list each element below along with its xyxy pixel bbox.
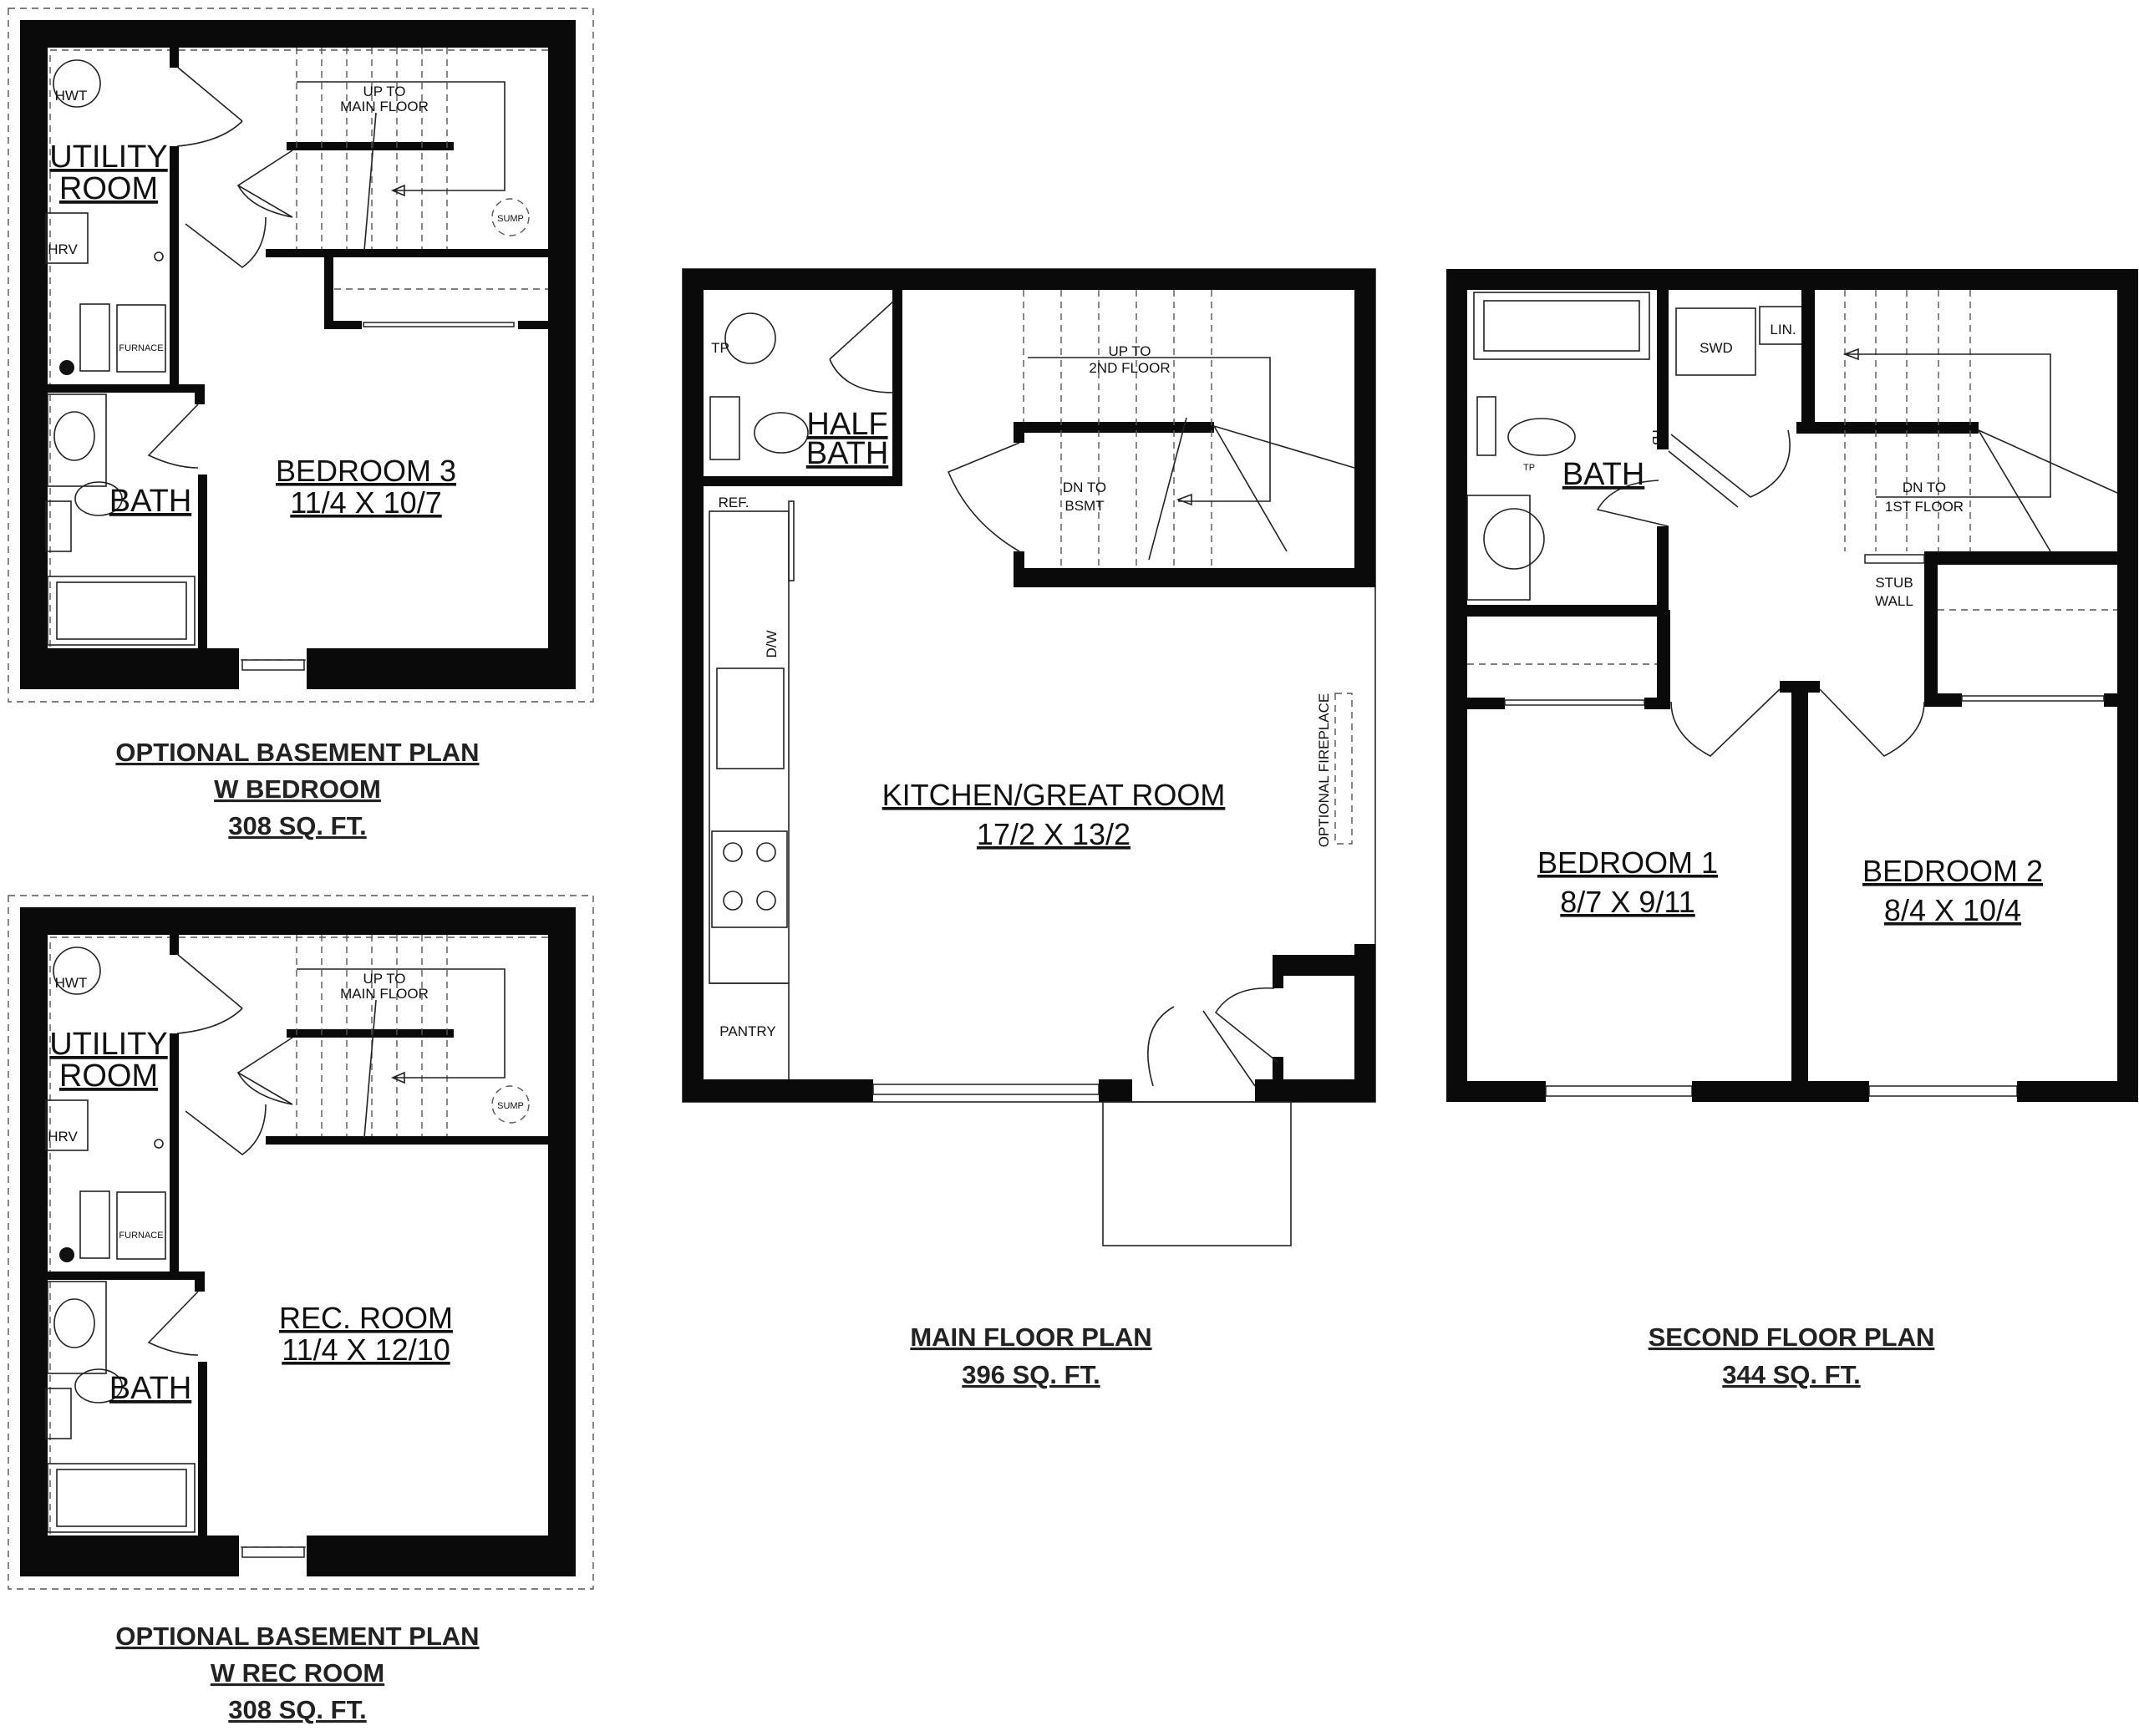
stairs-label-1: UP TO [363, 971, 405, 987]
hrv-label: HRV [48, 241, 78, 257]
kitchen-great-room-label: KITCHEN/GREAT ROOM [882, 778, 1226, 812]
kitchen-great-room-dims: 17/2 X 13/2 [977, 817, 1130, 851]
stub-wall-label-2: WALL [1875, 593, 1913, 609]
furnace-label: FURNACE [119, 1231, 163, 1241]
stairs-up-label-2: 2ND FLOOR [1089, 360, 1170, 376]
stairs-label-2: MAIN FLOOR [340, 986, 429, 1002]
stairs-dn-label-2: BSMT [1064, 498, 1104, 514]
ref-label: REF. [719, 495, 749, 510]
basement-bedroom-area: 308 SQ. FT. [228, 811, 366, 840]
sump-label: SUMP [497, 214, 524, 224]
basement-bedroom-title-2: W BEDROOM [214, 774, 381, 804]
utility-room-label-1: UTILITY [49, 140, 167, 175]
bedroom-2-label: BEDROOM 2 [1862, 854, 2043, 888]
main-floor-plan: TP HALF BATH REF. D/W PANTRY UP TO 2ND F… [682, 268, 1376, 1389]
basement-rec-area: 308 SQ. FT. [228, 1695, 366, 1724]
basement-rec-title-2: W REC ROOM [211, 1658, 384, 1688]
stairs-label-1: UP TO [363, 84, 405, 99]
half-bath-label-1: HALF [806, 407, 887, 442]
fireplace-label: OPTIONAL FIREPLACE [1316, 693, 1332, 848]
second-floor-plan: SWD LIN. BATH TB TP DN TO 1ST FLOOR STUB… [1446, 269, 2138, 1389]
swd-label: SWD [1700, 340, 1733, 356]
furnace-label: FURNACE [119, 343, 163, 353]
pantry-label: PANTRY [719, 1023, 775, 1039]
main-floor-area: 396 SQ. FT. [962, 1360, 1100, 1389]
hwt-label: HWT [55, 88, 88, 104]
basement-rec-title-1: OPTIONAL BASEMENT PLAN [115, 1622, 479, 1651]
stairs-up-label-1: UP TO [1108, 343, 1151, 359]
utility-room-label-2: ROOM [59, 1058, 158, 1094]
rec-room-label: REC. ROOM [279, 1301, 453, 1335]
stairs-dn-label-1: DN TO [1903, 480, 1946, 495]
bath-label: BATH [1562, 457, 1645, 492]
sump-label: SUMP [497, 1101, 524, 1111]
stub-wall-label-1: STUB [1875, 575, 1913, 591]
second-floor-area: 344 SQ. FT. [1722, 1360, 1860, 1389]
basement-bedroom-plan: HWT UTILITY ROOM HRV FURNACE UP TO MAIN … [8, 8, 594, 840]
basement-rec-plan: HWT UTILITY ROOM HRV FURNACE UP TO MAIN … [8, 895, 594, 1724]
bedroom-1-dims: 8/7 X 9/11 [1560, 885, 1694, 919]
tb-label: TB [1649, 427, 1665, 445]
bedroom-3-label: BEDROOM 3 [276, 454, 456, 488]
bath-label: BATH [109, 1371, 192, 1406]
stairs-label-2: MAIN FLOOR [340, 99, 429, 114]
dw-label: D/W [764, 630, 780, 657]
tp-label: TP [711, 340, 729, 356]
second-floor-title: SECOND FLOOR PLAN [1649, 1322, 1935, 1352]
hrv-label: HRV [48, 1129, 78, 1145]
hwt-label: HWT [55, 975, 88, 991]
bedroom-1-label: BEDROOM 1 [1537, 845, 1718, 880]
main-floor-title: MAIN FLOOR PLAN [910, 1322, 1151, 1352]
stairs-dn-label-2: 1ST FLOOR [1885, 499, 1964, 515]
utility-room-label-2: ROOM [59, 171, 158, 206]
bedroom-2-dims: 8/4 X 10/4 [1884, 893, 2021, 927]
basement-bedroom-title-1: OPTIONAL BASEMENT PLAN [115, 738, 479, 767]
half-bath-label-2: BATH [806, 436, 889, 471]
lin-label: LIN. [1770, 322, 1796, 338]
tp-label: TP [1523, 463, 1535, 473]
rec-room-dims: 11/4 X 12/10 [282, 1332, 450, 1367]
stairs-dn-label-1: DN TO [1063, 480, 1106, 495]
bath-label: BATH [109, 484, 192, 519]
utility-room-label-1: UTILITY [49, 1027, 167, 1062]
bedroom-3-dims: 11/4 X 10/7 [290, 485, 441, 520]
